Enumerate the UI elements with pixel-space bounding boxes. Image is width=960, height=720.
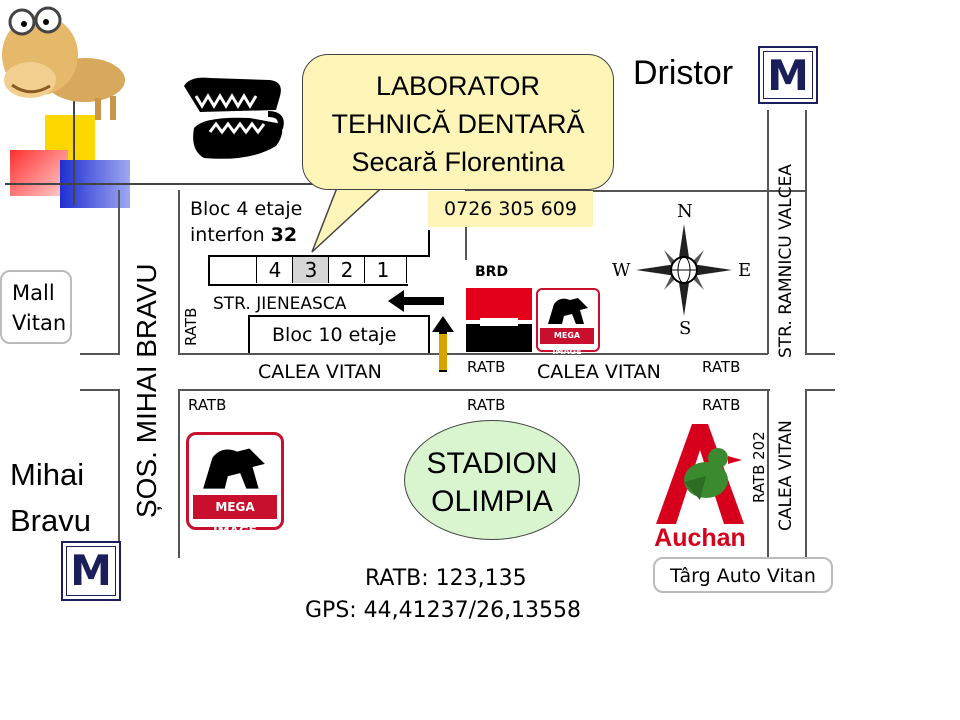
left-arrow-icon [388, 290, 444, 312]
lab-line1: LABORATOR [375, 71, 541, 101]
road-edge [178, 389, 770, 391]
targ-auto-vitan-box: Târg Auto Vitan [653, 557, 833, 593]
road-edge [805, 389, 835, 391]
lab-line3: Secară Florentina [351, 147, 565, 177]
mall-vitan-box: Mall Vitan [0, 270, 72, 344]
metro-mihai-bravu-icon: M [61, 541, 121, 601]
compass-s: S [679, 318, 692, 339]
road-edge [118, 190, 120, 354]
auchan-label: Auchan [654, 524, 746, 552]
street-ramnicu-valcea: STR. RAMNICU VALCEA [776, 164, 796, 358]
metro-letter: M [66, 546, 116, 596]
ratb-202-label: RATB 202 [750, 431, 768, 503]
road-edge [465, 190, 805, 192]
ratb-stop: RATB [467, 358, 506, 376]
lion-icon [548, 298, 588, 324]
stair-cell: 4 [256, 257, 293, 283]
road-edge [805, 110, 807, 354]
road-edge [178, 190, 180, 354]
street-calea-vitan-left: CALEA VITAN [258, 361, 382, 383]
metro-dristor-icon: M [758, 46, 818, 104]
mihai-line2: Bravu [10, 503, 91, 538]
street-calea-vitan-vertical: CALEA VITAN [776, 420, 796, 531]
street-calea-vitan-right: CALEA VITAN [537, 361, 661, 383]
road-edge [80, 353, 120, 355]
block-10-label: Bloc 10 etaje [272, 324, 397, 346]
road-edge [767, 110, 769, 354]
compass-w: W [612, 260, 631, 281]
dristor-label: Dristor [633, 54, 734, 92]
ratb-stop: RATB [702, 396, 741, 414]
block-outline [428, 230, 430, 257]
ratb-stop: RATB [188, 396, 227, 414]
mihai-bravu-label: Mihai Bravu [10, 452, 91, 544]
corner-decoration [5, 85, 465, 220]
cross-line-v [73, 85, 75, 205]
stadion-line2: OLIMPIA [431, 485, 553, 518]
lab-callout: LABORATOR TEHNICĂ DENTARĂ Secară Florent… [302, 54, 614, 190]
ratb-routes: RATB: 123,135 [365, 566, 527, 591]
ratb-stop: RATB [702, 358, 741, 376]
brd-label: BRD [475, 264, 509, 280]
mall-line2: Vitan [12, 311, 67, 335]
road-edge [178, 353, 768, 355]
road-edge [805, 389, 807, 557]
stair-cell: 1 [364, 257, 401, 283]
block-4-label: Bloc 4 etaje interfon 32 [190, 196, 302, 248]
teeth-icon [184, 77, 284, 159]
block-outline [208, 255, 210, 285]
brd-logo-icon [466, 288, 532, 352]
metro-letter: M [763, 51, 813, 100]
lion-icon [203, 448, 265, 489]
ratb-stop-left: RATB [182, 307, 200, 346]
road-edge [465, 220, 467, 260]
road-edge [118, 390, 120, 552]
road-edge [178, 390, 180, 558]
stadion-olimpia: STADION OLIMPIA [404, 420, 580, 540]
callout-pointer [311, 180, 392, 253]
block-outline [208, 255, 430, 257]
block-4-line2: interfon 32 [190, 224, 298, 246]
road-edge [767, 389, 769, 557]
gps-coordinates: GPS: 44,41237/26,13558 [305, 598, 582, 623]
camel-mascot-icon [2, 6, 125, 120]
cross-line-h [5, 183, 465, 185]
compass-n: N [677, 201, 693, 222]
auchan-logo-icon: Auchan [648, 420, 752, 554]
compass-e: E [738, 260, 752, 281]
block-4-line1: Bloc 4 etaje [190, 198, 303, 220]
stair-numbers: 4 3 2 1 [256, 257, 407, 283]
block-outline [208, 284, 408, 286]
mega-label: MEGA IMAGE [193, 495, 277, 538]
stair-cell: 2 [328, 257, 365, 283]
mega-label: MEGA IMAGE [540, 328, 594, 356]
road-edge [80, 389, 120, 391]
street-jieneasca: STR. JIENEASCA [213, 294, 347, 314]
stadion-line1: STADION [426, 447, 558, 480]
compass-rose-icon [636, 224, 732, 316]
block-outline [248, 315, 250, 353]
street-sos-mihai-bravu: ȘOS. MIHAI BRAVU [131, 263, 162, 518]
up-arrow-icon [432, 316, 454, 372]
lab-line2: TEHNICĂ DENTARĂ [331, 109, 585, 139]
road-edge [805, 353, 835, 355]
interfon-number: 32 [270, 224, 298, 246]
block-outline [428, 315, 430, 353]
mega-image-logo-large: MEGA IMAGE [186, 432, 284, 538]
mihai-line1: Mihai [10, 457, 85, 492]
block-outline [248, 315, 428, 317]
ratb-stop: RATB [467, 396, 506, 414]
red-square [10, 150, 68, 196]
mega-image-logo-small: MEGA IMAGE [536, 288, 600, 356]
mall-line1: Mall [12, 281, 55, 305]
phone-box: 0726 305 609 [428, 191, 593, 227]
stair-cell-highlighted: 3 [292, 257, 329, 283]
